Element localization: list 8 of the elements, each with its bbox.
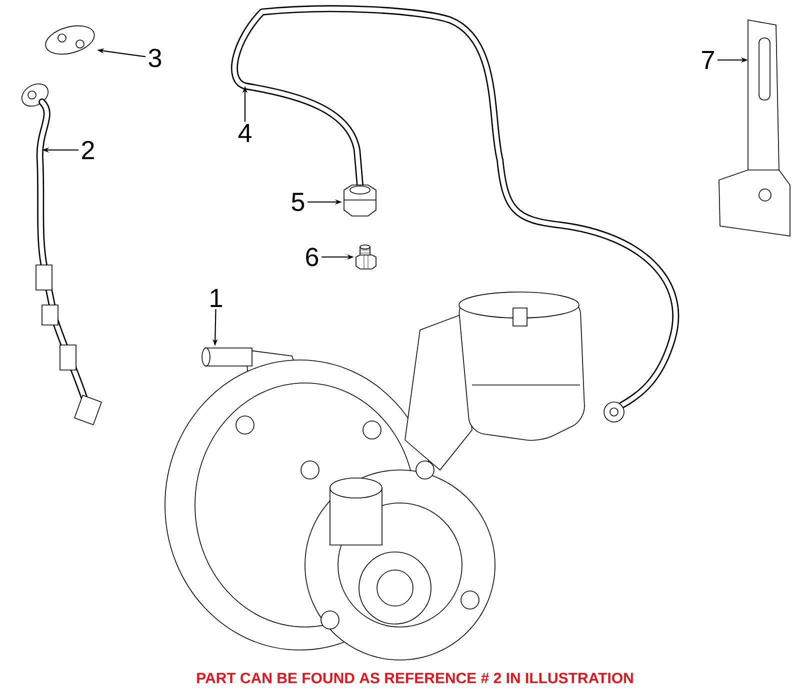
- gasket-drawing: [45, 26, 95, 54]
- callout-number: 3: [148, 48, 162, 68]
- callout-number: 1: [210, 289, 222, 307]
- bracket-drawing: [718, 20, 790, 236]
- fitting-drawing: [356, 244, 376, 270]
- callout-number: 7: [702, 51, 714, 69]
- hose-drawing: [231, 5, 680, 422]
- note-text: PART CAN BE FOUND AS REFERENCE # 2 IN ILLUSTRATION: [197, 672, 633, 684]
